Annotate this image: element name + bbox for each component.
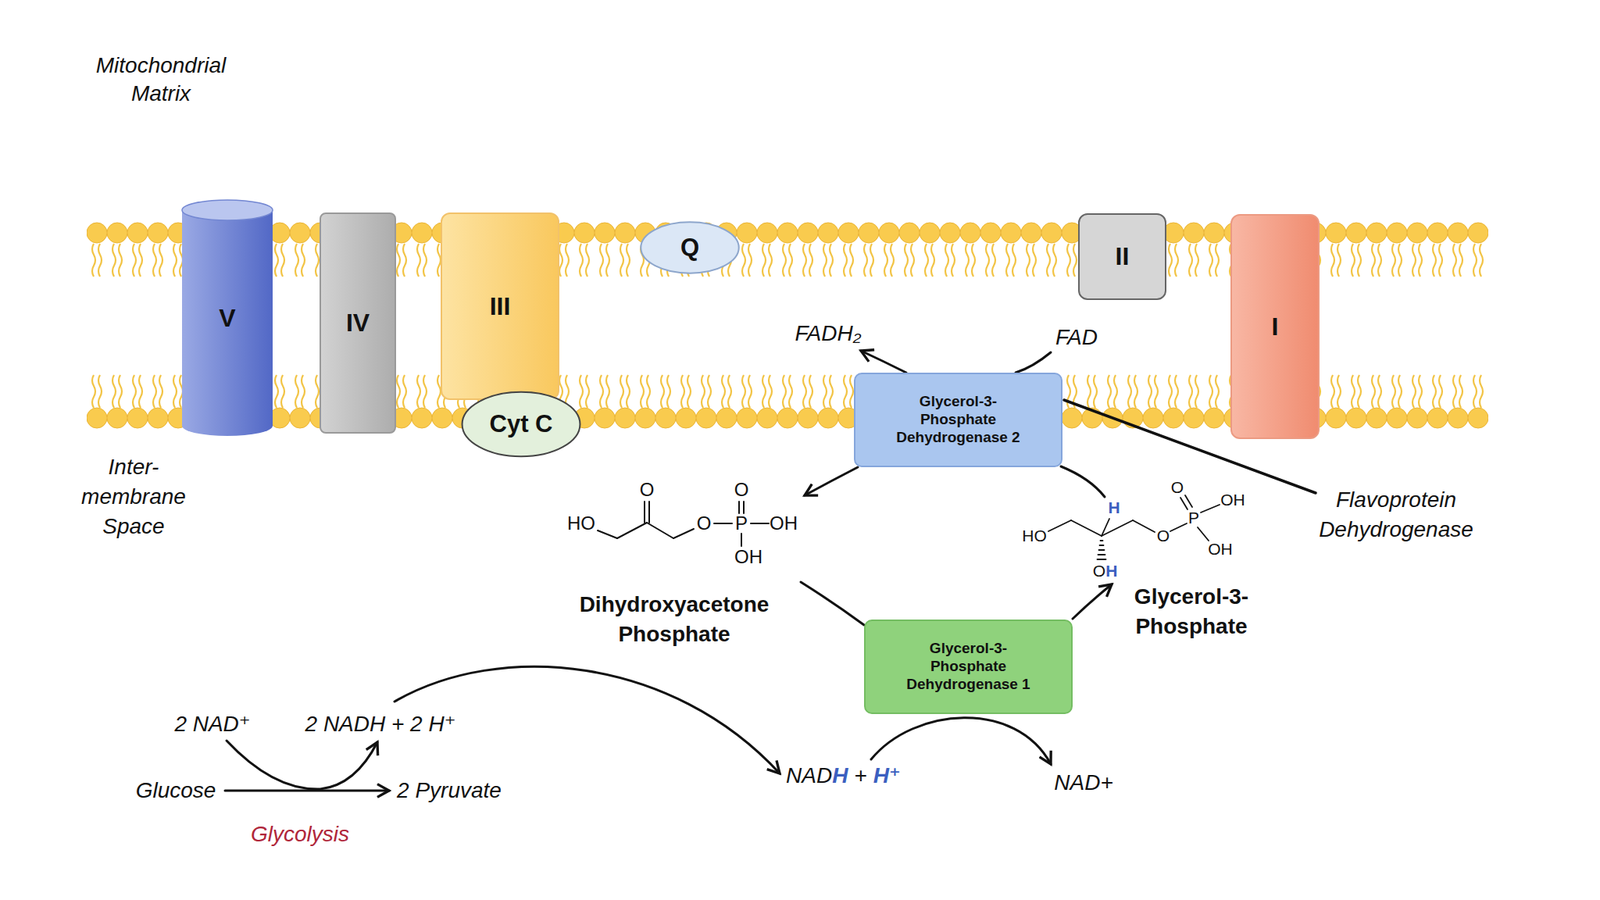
cofactor-label: 2 NAD⁺	[174, 709, 250, 740]
cofactor-label: H⁺	[873, 760, 901, 791]
cofactor-label: 2 NADH + 2 H⁺	[305, 709, 457, 740]
dhap-bonds	[597, 501, 769, 547]
callout-label: Flavoprotein Dehydrogenase	[1302, 485, 1490, 545]
atom-label: P	[735, 510, 748, 536]
atom-label: O	[1171, 476, 1184, 499]
region-label: Mitochondrial Matrix	[82, 51, 240, 109]
atom-label: OH	[769, 510, 798, 536]
cofactor-label: FAD	[1055, 322, 1098, 353]
atom-label: OH	[1207, 538, 1233, 561]
cofactor-label: FADH₂	[795, 318, 862, 349]
node-text: II	[1115, 241, 1130, 272]
g3p-bonds	[1048, 495, 1220, 560]
molecule-name: Dihydroxyacetone Phosphate	[564, 589, 784, 650]
complex-box: I	[1230, 214, 1320, 440]
node-text: IV	[346, 307, 370, 338]
metabolite-label: Glucose	[135, 775, 217, 806]
cofactor-label: +	[853, 760, 867, 791]
atom-label: HO	[567, 510, 596, 536]
node-text: V	[218, 303, 236, 333]
metabolite-label: 2 Pyruvate	[396, 775, 502, 806]
pathway-label: Glycolysis	[250, 819, 350, 850]
atom-label: O	[1157, 525, 1170, 547]
carrier-ellipse: Cyt C	[460, 390, 582, 458]
atom-label: O	[639, 477, 655, 503]
region-label: Inter-membrane Space	[75, 452, 193, 541]
atom-label: H	[1105, 560, 1118, 583]
atom-label: P	[1188, 507, 1200, 529]
node-text: Glycerol-3-Phosphate Dehydrogenase 2	[889, 392, 1027, 447]
complex-cylinder: V	[181, 199, 274, 437]
enzyme-box: Glycerol-3-Phosphate Dehydrogenase 1	[864, 619, 1073, 715]
node-text: Glycerol-3-Phosphate Dehydrogenase 1	[900, 639, 1037, 693]
cofactor-label: NAD+	[1053, 767, 1113, 798]
cofactor-label: NAD	[785, 760, 833, 791]
node-text: Cyt C	[489, 409, 554, 439]
atom-label: OH	[734, 544, 763, 570]
atom-label: HO	[1021, 525, 1047, 547]
complex-box: IV	[319, 212, 397, 434]
node-text: III	[489, 291, 511, 322]
node-text: Q	[680, 232, 700, 262]
enzyme-box: Glycerol-3-Phosphate Dehydrogenase 2	[853, 372, 1063, 468]
cofactor-label: H	[832, 760, 848, 791]
atom-label: OH	[1220, 489, 1246, 511]
complex-box: II	[1078, 213, 1167, 300]
atom-label: O	[1092, 560, 1106, 583]
complex-box: III	[440, 212, 560, 400]
atom-label: O	[734, 477, 750, 503]
molecule-name: Glycerol-3-Phosphate	[1109, 582, 1274, 642]
atom-label: O	[696, 510, 712, 536]
node-text: I	[1271, 311, 1279, 342]
atom-label: H	[1107, 496, 1120, 519]
carrier-ellipse: Q	[639, 221, 740, 275]
